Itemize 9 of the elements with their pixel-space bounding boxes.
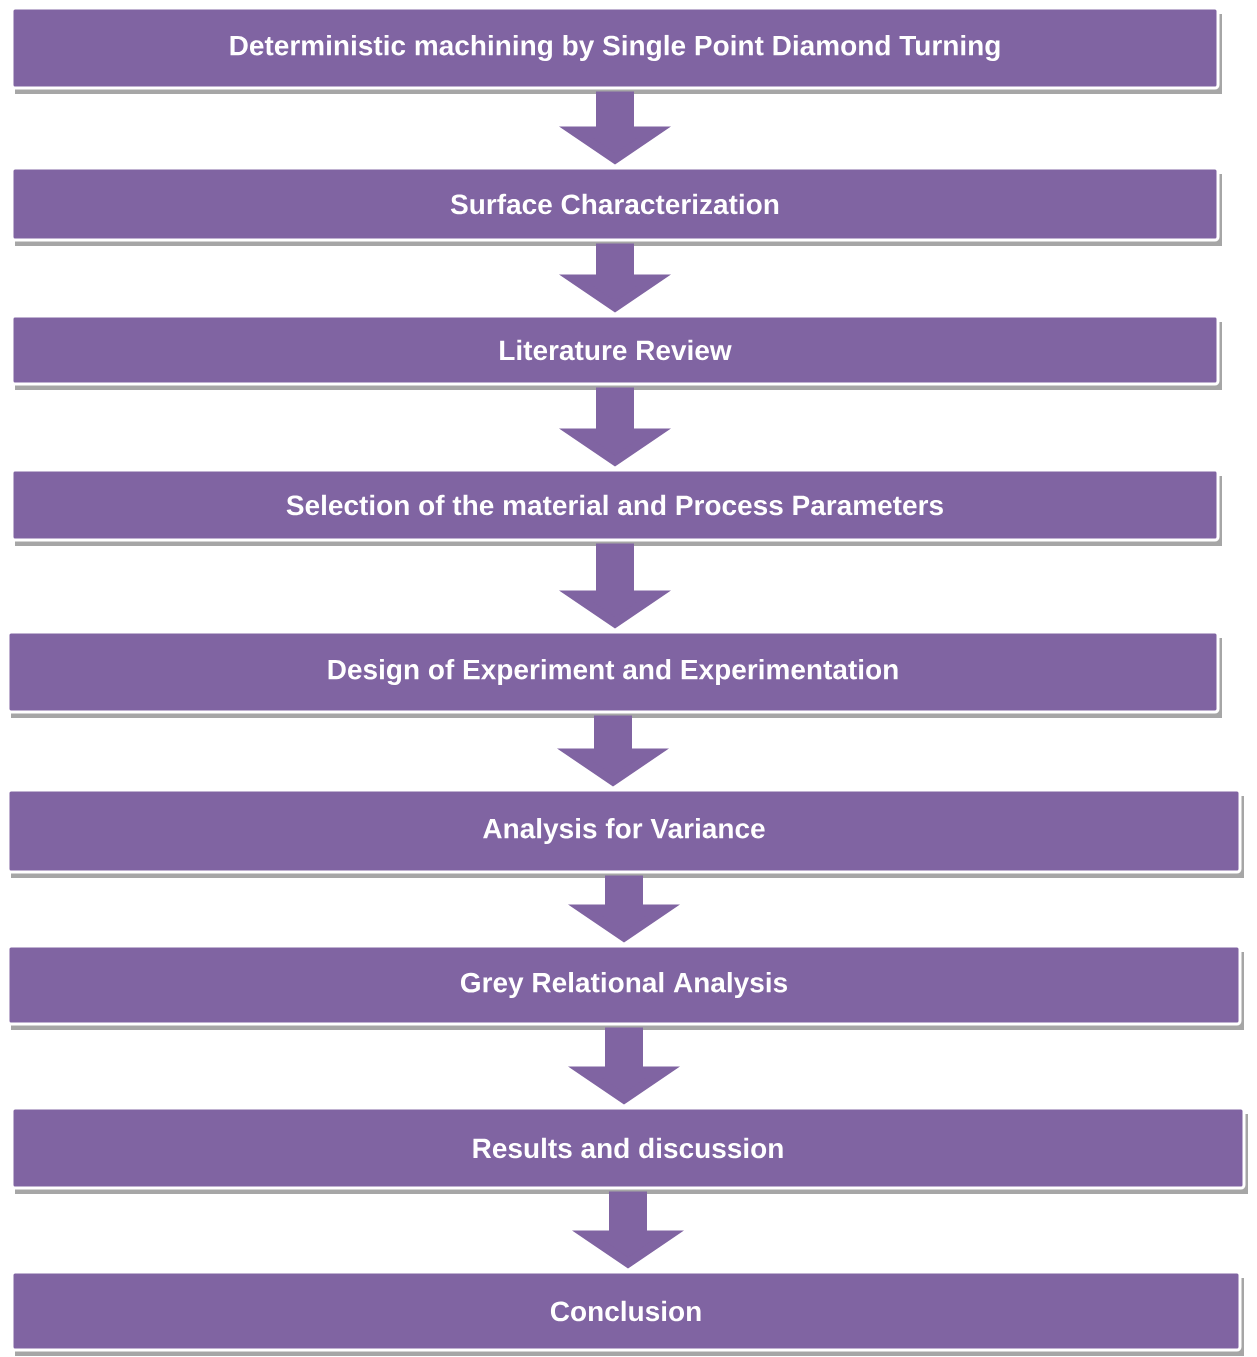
- process-box: Grey Relational Analysis: [6, 944, 1244, 1030]
- process-box: Deterministic machining by Single Point Diamond Turning: [10, 6, 1222, 94]
- process-box: Selection of the material and Process Parameters: [10, 468, 1222, 546]
- process-box: Analysis for Variance: [6, 788, 1244, 878]
- process-box: Results and discussion: [10, 1106, 1248, 1194]
- process-box: Literature Review: [10, 314, 1222, 390]
- process-box: Conclusion: [10, 1270, 1244, 1356]
- process-box: Design of Experiment and Experimentation: [6, 630, 1222, 718]
- process-box: Surface Characterization: [10, 166, 1222, 246]
